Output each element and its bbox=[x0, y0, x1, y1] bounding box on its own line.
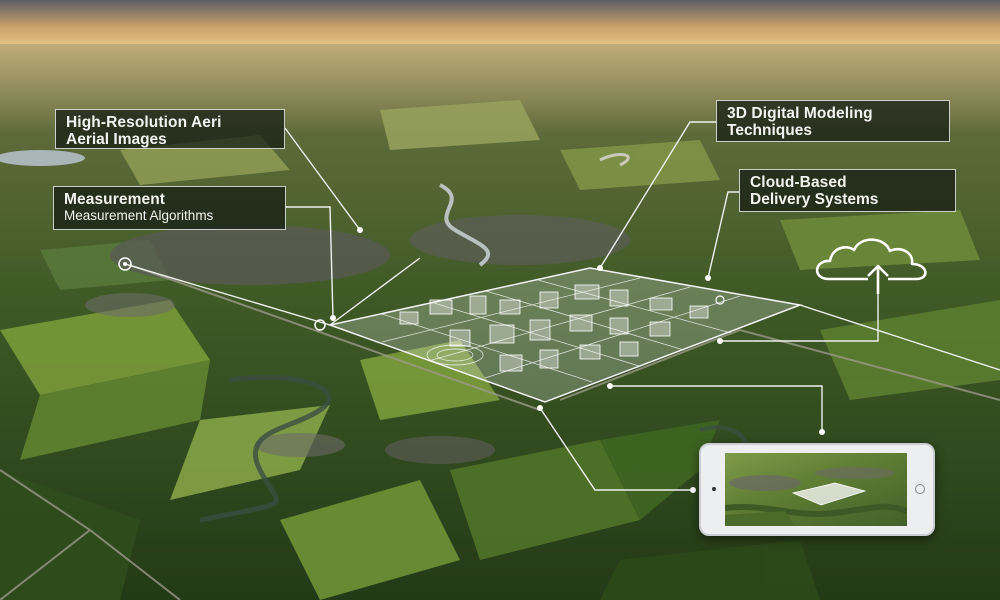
callout-high-resolution-aerial-images: High-Resolution Aeri Aerial Images bbox=[55, 109, 285, 149]
callout-measure-line2: Measurement Algorithms bbox=[64, 208, 214, 224]
callout-modeling-line2: Techniques bbox=[727, 122, 812, 140]
callout-3d-digital-modeling: 3D Digital Modeling Techniques bbox=[716, 100, 950, 142]
tablet-map-preview bbox=[725, 467, 907, 526]
callout-aerial-line1: High-Resolution Aeri bbox=[66, 114, 222, 131]
tablet-camera-icon bbox=[712, 487, 716, 491]
3d-city-model bbox=[327, 267, 803, 403]
callout-cloud-line1: Cloud-Based bbox=[750, 174, 847, 191]
tablet-device bbox=[699, 443, 935, 536]
tablet-screen bbox=[725, 453, 907, 526]
lake bbox=[0, 150, 85, 166]
roads bbox=[0, 264, 1000, 600]
tablet-home-button bbox=[915, 484, 925, 494]
connector-lines bbox=[124, 121, 1000, 491]
callout-modeling-line1: 3D Digital Modeling bbox=[727, 105, 873, 122]
cloud-upload-icon bbox=[815, 238, 927, 294]
callout-measure-line1: Measurement bbox=[64, 191, 166, 208]
callout-measurement-algorithms: Measurement Measurement Algorithms bbox=[53, 186, 286, 230]
field-patches bbox=[0, 100, 1000, 600]
callout-aerial-line2: Aerial Images bbox=[66, 131, 167, 149]
callout-cloud-based-delivery: Cloud-Based Delivery Systems bbox=[739, 169, 956, 212]
callout-cloud-line2: Delivery Systems bbox=[750, 191, 879, 209]
connector-dots bbox=[118, 227, 825, 493]
river bbox=[439, 183, 490, 267]
town-areas bbox=[85, 215, 630, 464]
